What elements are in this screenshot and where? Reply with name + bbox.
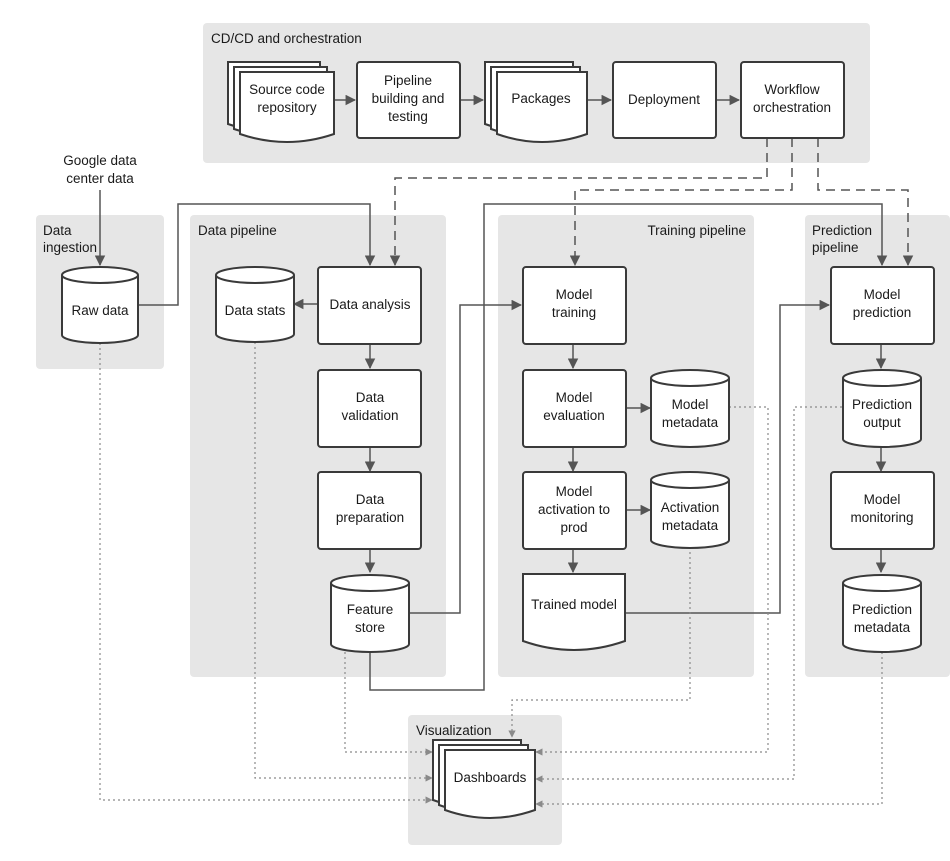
label-data-preparation-line2: preparation [336,510,404,525]
google-data-line1: Google data [63,153,137,168]
label-model-activation-line1: Model [556,484,593,499]
group-label-ingestion-line2: ingestion [43,240,97,255]
label-data-validation-line2: validation [341,408,398,423]
label-model-metadata-line2: metadata [662,415,719,430]
edge-feature-to-dashboards [344,652,433,756]
label-pipeline-line2: building and [372,91,445,106]
label-trained-model: Trained model [531,597,617,612]
node-model-activation: Model activation to prod [522,471,627,550]
node-activation-metadata: Activation metadata [650,471,730,549]
edge-model-metadata-to-dashboards [535,406,769,756]
group-label-prediction-line1: Prediction [812,223,872,238]
node-data-analysis: Data analysis [317,266,422,345]
node-dashboards: Dashboards [432,739,536,819]
group-label-data-pipeline: Data pipeline [198,223,277,238]
label-pipeline-line1: Pipeline [384,73,432,88]
label-raw-data: Raw data [71,303,129,318]
label-workflow-line1: Workflow [764,82,820,97]
label-model-evaluation-line1: Model [556,390,593,405]
node-prediction-metadata: Prediction metadata [842,574,922,653]
dashed-edges [389,138,914,267]
node-source-code-repository: Source code repository [227,61,335,143]
solid-edges [94,94,888,691]
group-label-prediction-line2: pipeline [812,240,859,255]
label-packages: Packages [511,91,571,106]
node-packages: Packages [484,61,588,143]
label-prediction-output-line1: Prediction [852,397,912,412]
node-data-stats: Data stats [215,266,295,343]
label-model-training-line1: Model [556,287,593,302]
node-trained-model: Trained model [522,573,626,651]
edge-prediction-metadata-to-dashboards [535,652,883,808]
edge-feature-to-prediction [369,203,888,691]
node-model-training: Model training [522,266,627,345]
label-data-validation-line1: Data [356,390,385,405]
edge-activation-metadata-to-dashboards [508,547,691,738]
label-source-code-line2: repository [257,100,317,115]
label-model-evaluation-line2: evaluation [543,408,605,423]
node-model-evaluation: Model evaluation [522,369,627,448]
node-feature-store: Feature store [330,574,410,653]
edge-raw-to-dashboards [99,343,433,804]
label-prediction-output-line2: output [863,415,901,430]
label-feature-store-line2: store [355,620,385,635]
node-data-preparation: Data preparation [317,471,422,550]
node-model-prediction: Model prediction [830,266,935,345]
edge-workflow-to-prediction [817,138,914,267]
dotted-edges [99,342,883,808]
label-workflow-line2: orchestration [753,100,831,115]
label-dashboards: Dashboards [454,770,527,785]
label-data-preparation-line1: Data [356,492,385,507]
node-prediction-output: Prediction output [842,369,922,448]
node-deployment: Deployment [612,61,717,139]
label-feature-store-line1: Feature [347,602,394,617]
label-model-metadata-line1: Model [672,397,709,412]
label-deployment: Deployment [628,92,700,107]
label-prediction-metadata-line2: metadata [854,620,911,635]
label-pipeline-line3: testing [388,109,428,124]
edge-feature-to-training [409,299,523,614]
group-label-training-pipeline: Training pipeline [647,223,746,238]
edge-raw-to-analysis [139,203,376,306]
label-model-prediction-line2: prediction [853,305,912,320]
node-model-metadata: Model metadata [650,369,730,448]
label-source-code-line1: Source code [249,82,325,97]
node-model-monitoring: Model monitoring [830,471,935,550]
label-data-stats: Data stats [225,303,286,318]
group-label-cicd: CD/CD and orchestration [211,31,362,46]
google-data-label: Google data center data [63,153,137,186]
edge-stats-to-dashboards [254,342,433,782]
label-prediction-metadata-line1: Prediction [852,602,912,617]
google-data-line2: center data [66,171,134,186]
label-model-monitoring-line1: Model [864,492,901,507]
label-data-analysis: Data analysis [329,297,410,312]
edge-workflow-to-analysis [389,138,768,267]
label-activation-metadata-line1: Activation [661,500,720,515]
group-label-ingestion-line1: Data [43,223,72,238]
label-model-training-line2: training [552,305,596,320]
node-data-validation: Data validation [317,369,422,448]
group-label-visualization: Visualization [416,723,492,738]
edge-trained-to-prediction [625,299,831,614]
label-model-activation-line2: activation to [538,502,610,517]
label-model-prediction-line1: Model [864,287,901,302]
label-activation-metadata-line2: metadata [662,518,719,533]
node-workflow-orchestration: Workflow orchestration [740,61,845,139]
edge-workflow-to-training [569,138,793,267]
label-model-monitoring-line2: monitoring [850,510,913,525]
node-pipeline-building-testing: Pipeline building and testing [356,61,461,139]
node-raw-data: Raw data [61,266,139,344]
label-model-activation-line3: prod [560,520,587,535]
